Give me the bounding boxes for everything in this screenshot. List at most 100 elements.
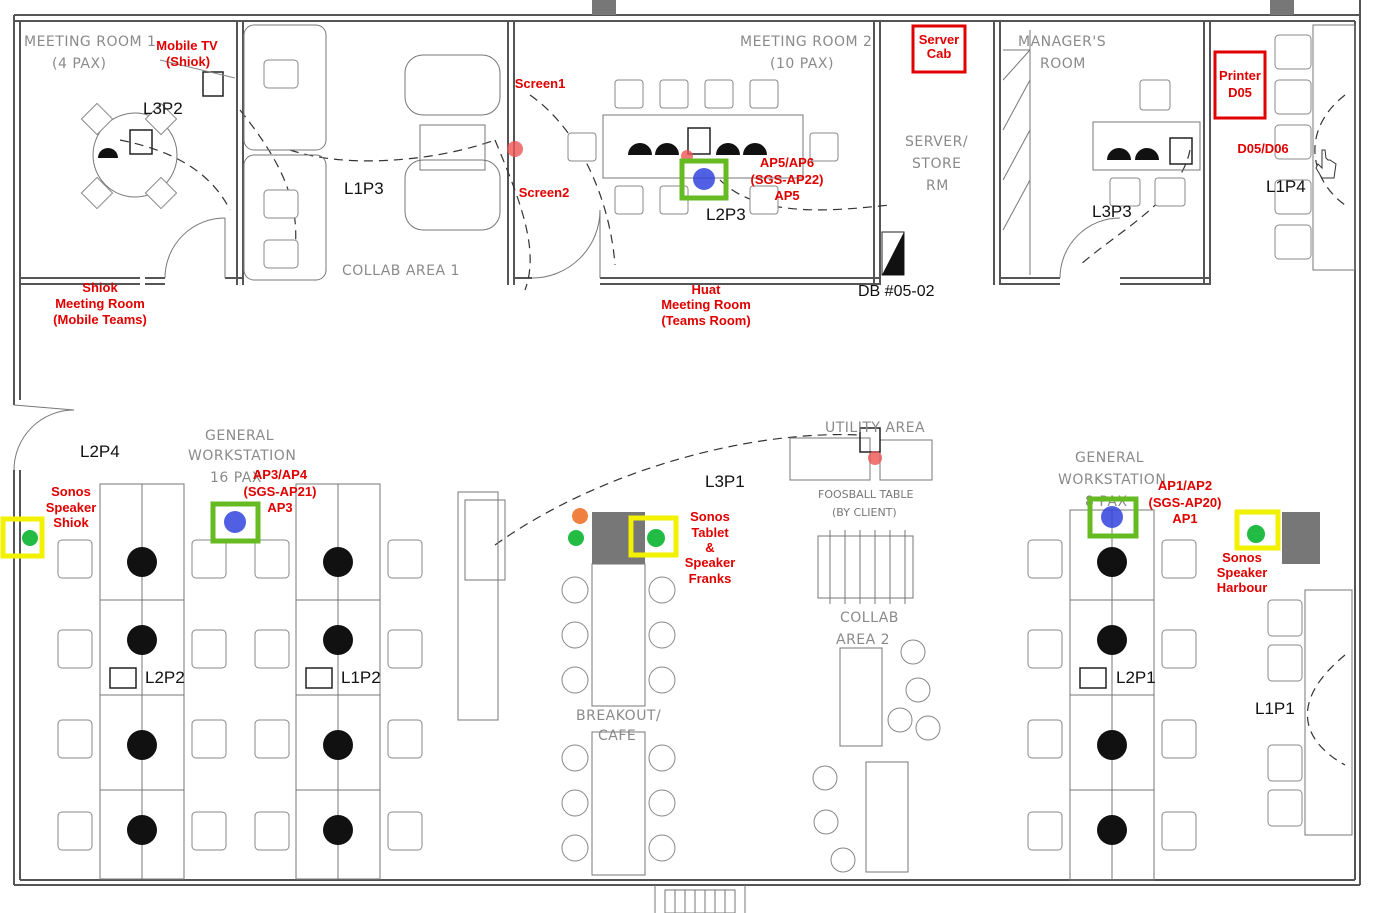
general-ws-left-label-3: 16 PAX bbox=[210, 470, 262, 486]
ap1-line-2: (SGS-AP20) bbox=[1149, 495, 1222, 510]
db-label: DB #05-02 bbox=[858, 283, 935, 300]
sonos-harbour-line-3: Harbour bbox=[1217, 580, 1268, 595]
markers bbox=[22, 141, 1265, 547]
breakout-label-1: BREAKOUT/ bbox=[576, 708, 661, 724]
breakout-label-2: CAFE bbox=[598, 728, 636, 744]
code-l1p2: L1P2 bbox=[341, 668, 381, 687]
code-l1p4: L1P4 bbox=[1266, 177, 1306, 196]
utility-area-label: UTILITY AREA bbox=[825, 420, 925, 436]
ap3-box bbox=[210, 501, 261, 544]
ap5-line-3: AP5 bbox=[774, 188, 799, 203]
red-annotations: Mobile TV (Shiok) D05/D06 Screen1 Screen… bbox=[46, 38, 1289, 595]
printer-line-1: Printer bbox=[1219, 68, 1261, 83]
ap3-line-2: (SGS-AP21) bbox=[244, 484, 317, 499]
shiok-line-1: Shiok bbox=[82, 280, 118, 295]
sonos-franks-line-2: Tablet bbox=[691, 525, 729, 540]
highlight-boxes bbox=[0, 158, 1281, 559]
sonos-franks-line-3: & bbox=[705, 540, 714, 555]
ap1-line-3: AP1 bbox=[1172, 511, 1197, 526]
breakout-furniture bbox=[457, 491, 676, 876]
collab-area-2-label-2: AREA 2 bbox=[836, 632, 890, 648]
left-workstation-furniture bbox=[57, 483, 423, 880]
server-cab-line-1: Server bbox=[919, 32, 959, 47]
collab-area-2-label-1: COLLAB bbox=[840, 610, 899, 626]
code-l1p3: L1P3 bbox=[344, 179, 384, 198]
shiok-line-3: (Mobile Teams) bbox=[53, 312, 147, 327]
meeting-room-1-pax: (4 PAX) bbox=[52, 56, 107, 72]
huat-line-3: (Teams Room) bbox=[661, 313, 750, 328]
breakout-orange-marker bbox=[572, 508, 588, 524]
managers-room-label-1: MANAGER'S bbox=[1018, 34, 1106, 50]
sonos-shiok-line-2: Speaker bbox=[46, 500, 97, 515]
ap5-box bbox=[679, 158, 729, 201]
printer-box bbox=[1213, 50, 1267, 120]
sonos-franks-line-1: Sonos bbox=[690, 509, 730, 524]
shiok-line-2: Meeting Room bbox=[55, 296, 145, 311]
ap5-marker bbox=[693, 168, 715, 190]
general-ws-right-label-1: GENERAL bbox=[1075, 450, 1144, 466]
red-box-labels: Server Cab Printer D05 bbox=[911, 24, 1267, 120]
foosball-label-2: (BY CLIENT) bbox=[832, 506, 897, 519]
general-ws-left-label-2: WORKSTATION bbox=[188, 448, 296, 464]
meeting-room-1-furniture bbox=[80, 59, 236, 210]
right-workstation-furniture bbox=[1027, 509, 1353, 881]
meeting-room-2-furniture bbox=[567, 79, 905, 276]
collab-area-1-label: COLLAB AREA 1 bbox=[342, 263, 460, 279]
code-l1p1: L1P1 bbox=[1255, 699, 1295, 718]
server-cab-line-2: Cab bbox=[927, 46, 952, 61]
screen1-label: Screen1 bbox=[515, 76, 566, 91]
door-swings bbox=[13, 209, 1121, 471]
utility-collab-furniture bbox=[789, 427, 941, 873]
code-l2p4: L2P4 bbox=[80, 442, 120, 461]
ap3-line-1: AP3/AP4 bbox=[253, 467, 308, 482]
ap1-line-1: AP1/AP2 bbox=[1158, 478, 1212, 493]
ap1-box bbox=[1087, 496, 1139, 539]
code-l3p3: L3P3 bbox=[1092, 202, 1132, 221]
ap5-line-2: (SGS-AP22) bbox=[751, 172, 824, 187]
general-ws-right-label-2: WORKSTATION bbox=[1058, 472, 1166, 488]
ap5-line-1: AP5/AP6 bbox=[760, 155, 814, 170]
server-store-label-2: STORE bbox=[912, 156, 962, 172]
sonos-shiok-marker bbox=[22, 530, 38, 546]
managers-room-furniture bbox=[1002, 24, 1356, 275]
sonos-franks-box bbox=[628, 515, 679, 558]
screen2-marker bbox=[507, 141, 523, 157]
collab-area-1-furniture bbox=[243, 24, 501, 281]
code-l3p1: L3P1 bbox=[705, 472, 745, 491]
mobile-tv-line-2: (Shiok) bbox=[166, 54, 210, 69]
sonos-shiok-line-1: Sonos bbox=[51, 484, 91, 499]
sonos-shiok-box bbox=[0, 516, 45, 559]
cable-runs bbox=[119, 94, 1346, 766]
server-cab-box bbox=[911, 24, 967, 74]
sonos-harbour-line-2: Speaker bbox=[1217, 565, 1268, 580]
location-codes: L3P2 L1P3 L2P3 L3P3 L1P4 L2P4 L3P1 L2P2 … bbox=[80, 99, 1306, 718]
server-store-label-1: SERVER/ bbox=[905, 134, 968, 150]
d05-d06-label: D05/D06 bbox=[1237, 141, 1288, 156]
hand-cursor-icon bbox=[1315, 149, 1337, 179]
sonos-harbour-marker bbox=[1247, 525, 1265, 543]
code-l2p3: L2P3 bbox=[706, 205, 746, 224]
screen2-label: Screen2 bbox=[519, 185, 570, 200]
sonos-franks-line-5: Franks bbox=[689, 571, 732, 586]
meeting-room-2-label: MEETING ROOM 2 bbox=[740, 34, 872, 50]
ap3-marker bbox=[224, 511, 246, 533]
code-l2p1: L2P1 bbox=[1116, 668, 1156, 687]
ap3-line-3: AP3 bbox=[267, 500, 292, 515]
sonos-franks-marker bbox=[647, 529, 665, 547]
utility-marker bbox=[868, 451, 882, 465]
mobile-tv-line-1: Mobile TV bbox=[156, 38, 218, 53]
huat-line-2: Meeting Room bbox=[661, 297, 751, 312]
code-l3p2: L3P2 bbox=[143, 99, 183, 118]
ap1-marker bbox=[1101, 506, 1123, 528]
huat-line-1: Huat bbox=[692, 282, 722, 297]
breakout-green-marker bbox=[568, 530, 584, 546]
meeting-room-1-label: MEETING ROOM 1 bbox=[24, 34, 156, 50]
printer-line-2: D05 bbox=[1228, 85, 1252, 100]
sonos-shiok-line-3: Shiok bbox=[53, 515, 89, 530]
code-l2p2: L2P2 bbox=[145, 668, 185, 687]
sonos-franks-line-4: Speaker bbox=[685, 555, 736, 570]
sonos-harbour-line-1: Sonos bbox=[1222, 550, 1262, 565]
managers-room-label-2: ROOM bbox=[1040, 56, 1086, 72]
general-ws-left-label-1: GENERAL bbox=[205, 428, 274, 444]
